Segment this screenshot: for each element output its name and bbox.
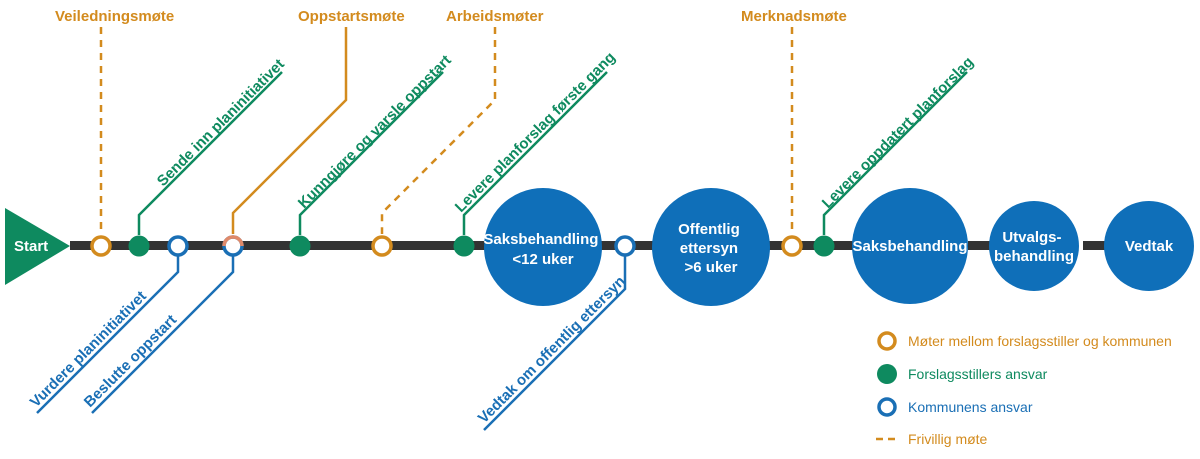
start-triangle — [5, 208, 70, 285]
beslutte-line — [91, 254, 235, 414]
stage-line: Saksbehandling — [483, 231, 598, 248]
stage-utvalgsbehandling: Utvalgs- behandling — [989, 201, 1079, 291]
meeting-label-arbeid: Arbeidsmøter — [446, 8, 544, 25]
stage-line: Utvalgs- — [1002, 229, 1061, 246]
levere-forste-line — [462, 71, 608, 235]
meeting-connectors — [99, 27, 794, 234]
timeline-segment — [768, 241, 856, 250]
stage-circle — [652, 188, 770, 306]
legend-municipality-icon — [877, 397, 897, 417]
step-label-beslutte: Beslutte oppstart — [81, 312, 180, 411]
stage-line: behandling — [994, 248, 1074, 265]
proposer-marker-kunngjore — [289, 235, 311, 257]
timeline-segment — [70, 241, 490, 250]
stage-saksbehandling-2: Saksbehandling — [852, 188, 968, 304]
step-label-kunngjore: Kunngjøre og varsle oppstart — [295, 52, 455, 212]
timeline-segment — [1083, 241, 1107, 250]
vurdere-line — [36, 254, 180, 414]
vedtak-offentlig-line — [483, 254, 627, 431]
sende-line — [137, 71, 283, 235]
levere-oppdatert-line — [822, 71, 968, 235]
meeting-label-oppstart: Oppstartsmøte — [298, 8, 405, 25]
municipality-step-lines — [36, 254, 627, 431]
stage-line: Saksbehandling — [852, 238, 967, 255]
stage-line: Offentlig — [678, 221, 740, 238]
stage-saksbehandling-1: Saksbehandling <12 uker — [483, 188, 602, 306]
legend-meetings-label: Møter mellom forslagsstiller og kommunen — [908, 333, 1172, 349]
legend-proposer-icon — [877, 364, 897, 384]
stage-line: Vedtak — [1125, 238, 1174, 255]
stage-vedtak: Vedtak — [1104, 201, 1194, 291]
meeting-label-veiledning: Veiledningsmøte — [55, 8, 174, 25]
stage-offentlig-ettersyn: Offentlig ettersyn >6 uker — [652, 188, 770, 306]
legend-meeting-icon — [877, 331, 897, 351]
meeting-marker-merknad — [781, 235, 803, 257]
stage-line: ettersyn — [680, 240, 738, 257]
step-label-levere-oppdatert: Levere oppdatert planforslag — [819, 54, 977, 212]
stage-text: Offentlig ettersyn >6 uker — [678, 221, 744, 276]
stage-line: >6 uker — [685, 259, 738, 276]
meeting-label-merknad: Merknadsmøte — [741, 8, 847, 25]
start-marker: Start — [5, 208, 70, 285]
legend-optional-label: Frivillig møte — [908, 431, 988, 447]
oppstart-connector — [231, 27, 348, 234]
proposer-marker-levere-oppdatert — [813, 235, 835, 257]
start-label: Start — [14, 238, 48, 255]
legend-proposer-label: Forslagsstillers ansvar — [908, 366, 1048, 382]
timeline-segment — [968, 241, 992, 250]
stage-circle — [989, 201, 1079, 291]
timeline-markers — [90, 235, 835, 257]
stage-circle — [852, 188, 968, 304]
municipality-marker-vurdere — [167, 235, 189, 257]
legend-municipality-label: Kommunens ansvar — [908, 399, 1033, 415]
proposer-marker-sende — [128, 235, 150, 257]
stage-line: <12 uker — [512, 251, 573, 268]
stage-text: Saksbehandling <12 uker — [483, 231, 602, 268]
legend: Møter mellom forslagsstiller og kommunen… — [876, 331, 1172, 447]
oppstart-accent-arc — [222, 235, 244, 247]
stage-circle — [1104, 201, 1194, 291]
meeting-marker-arbeid — [371, 235, 393, 257]
kunngjore-line — [298, 71, 444, 235]
municipality-marker-vedtak-offentlig — [614, 235, 636, 257]
step-label-sende: Sende inn planinitiativet — [154, 56, 288, 190]
proposer-marker-levere-forste — [453, 235, 475, 257]
stage-circle — [484, 188, 602, 306]
stage-text: Utvalgs- behandling — [994, 229, 1074, 265]
meeting-marker-veiledning — [90, 235, 112, 257]
proposer-step-lines — [137, 71, 968, 235]
